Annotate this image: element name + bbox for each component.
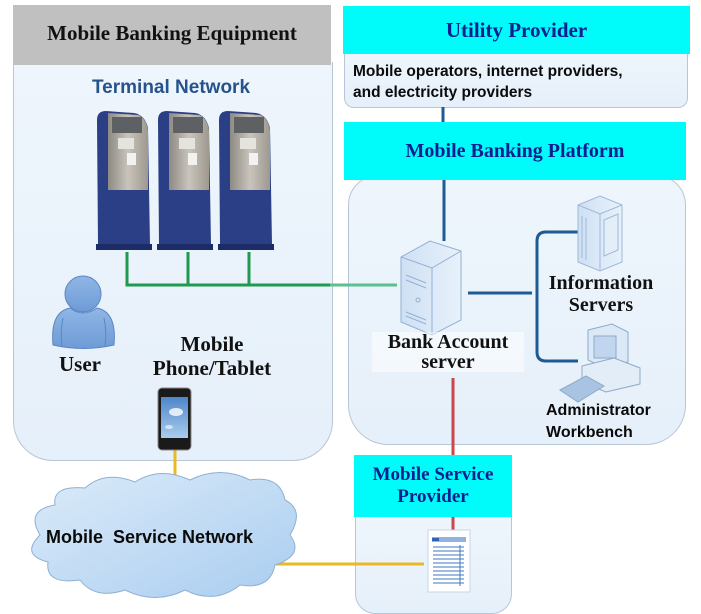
- utility-desc-box: [344, 50, 688, 108]
- platform-header: Mobile Banking Platform: [344, 122, 686, 180]
- mobile-device-label-line2: Phone/Tablet: [152, 356, 272, 380]
- mobile-device-label-line1: Mobile: [180, 332, 244, 356]
- information-servers-icon: [577, 195, 623, 272]
- platform-header-title: Mobile Banking Platform: [405, 140, 625, 162]
- kiosk-icon: [96, 111, 152, 250]
- utility-header-title: Utility Provider: [445, 18, 588, 42]
- service-provider-header: Mobile Service Provider: [354, 455, 512, 517]
- information-servers-label-line1: Information: [548, 272, 654, 294]
- kiosk-icon: [157, 111, 213, 250]
- administrator-workbench-icon: [559, 323, 641, 403]
- terminal-network-label: Terminal Network: [91, 77, 251, 98]
- utility-header: Utility Provider: [343, 6, 690, 54]
- administrator-workbench-label: Administrator Workbench: [546, 400, 651, 444]
- bank-account-server-label: Bank Account server: [372, 332, 524, 372]
- kiosk-icon: [218, 111, 274, 250]
- utility-description: Mobile operators, internet providers, an…: [353, 61, 623, 103]
- terminal-network-link: [125, 252, 330, 287]
- user-icon: [52, 275, 115, 349]
- info-servers-bracket-link: [535, 230, 578, 363]
- information-servers-label: Information Servers: [540, 272, 662, 316]
- utility-description-line2: and electricity providers: [353, 84, 533, 101]
- mobile-device-label: Mobile Phone/Tablet: [132, 332, 292, 380]
- mobile-phone-icon: [157, 387, 192, 451]
- service-provider-header-line1: Mobile Service: [372, 464, 494, 485]
- administrator-workbench-label-line2: Workbench: [546, 424, 633, 441]
- administrator-workbench-label-line1: Administrator: [546, 402, 651, 419]
- bank-account-server-label-line1: Bank Account: [387, 331, 509, 353]
- utility-description-line1: Mobile operators, internet providers,: [353, 63, 623, 80]
- bank-account-server-icon: [400, 240, 462, 336]
- equipment-header: Mobile Banking Equipment: [13, 5, 331, 65]
- service-provider-header-line2: Provider: [397, 486, 469, 507]
- bank-account-server-label-line2: server: [421, 351, 475, 373]
- information-servers-label-line2: Servers: [568, 294, 634, 316]
- provider-server-icon: [427, 529, 471, 593]
- user-label: User: [59, 352, 101, 376]
- equipment-header-title: Mobile Banking Equipment: [47, 21, 297, 45]
- mobile-service-network-label: Mobile Service Network: [46, 527, 254, 547]
- network-cloud-shape: [31, 472, 297, 598]
